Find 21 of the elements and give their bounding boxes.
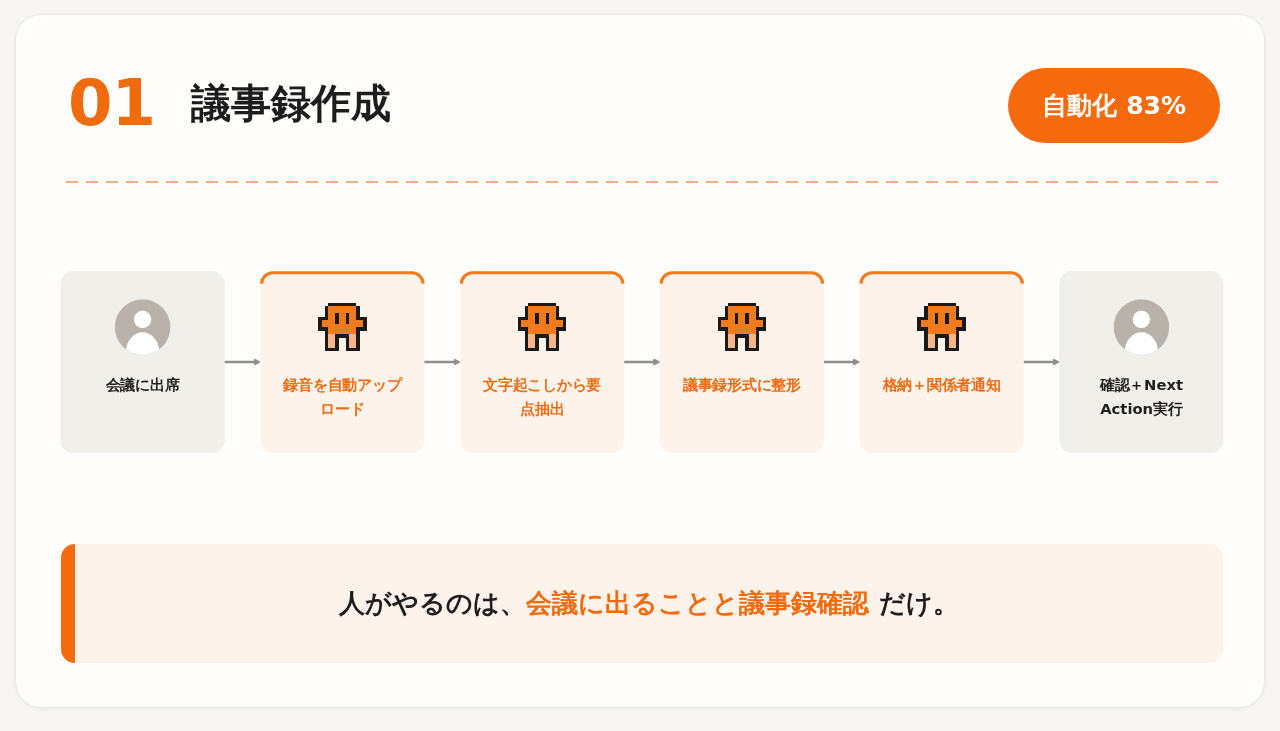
- step-label: 確認＋Next Action実行: [1098, 375, 1185, 420]
- arrow: [823, 358, 861, 366]
- section-title: 議事録作成: [191, 79, 391, 127]
- step-label: 会議に出席: [104, 375, 181, 396]
- step-label: 格納＋関係者通知: [881, 375, 1002, 396]
- step-label: 文字起こしから要点抽出: [482, 375, 603, 420]
- step-label: 録音を自動アップロード: [282, 375, 404, 420]
- automation-rate-badge: 自動化 83%: [1008, 68, 1220, 143]
- step-card: [1059, 271, 1224, 453]
- arrow: [1023, 358, 1061, 366]
- step-card: [260, 271, 425, 453]
- section-number: 01: [68, 71, 156, 135]
- step-card: [459, 271, 625, 453]
- step-label: 議事録形式に整形: [681, 375, 802, 396]
- step-card: [60, 271, 225, 453]
- arrow: [424, 358, 461, 366]
- arrow: [224, 358, 262, 366]
- note-text: 人がやるのは、会議に出ることと議事録確認 だけ。: [339, 587, 959, 620]
- arrow: [623, 358, 661, 366]
- step-card: [659, 271, 825, 453]
- step-card: [859, 271, 1024, 453]
